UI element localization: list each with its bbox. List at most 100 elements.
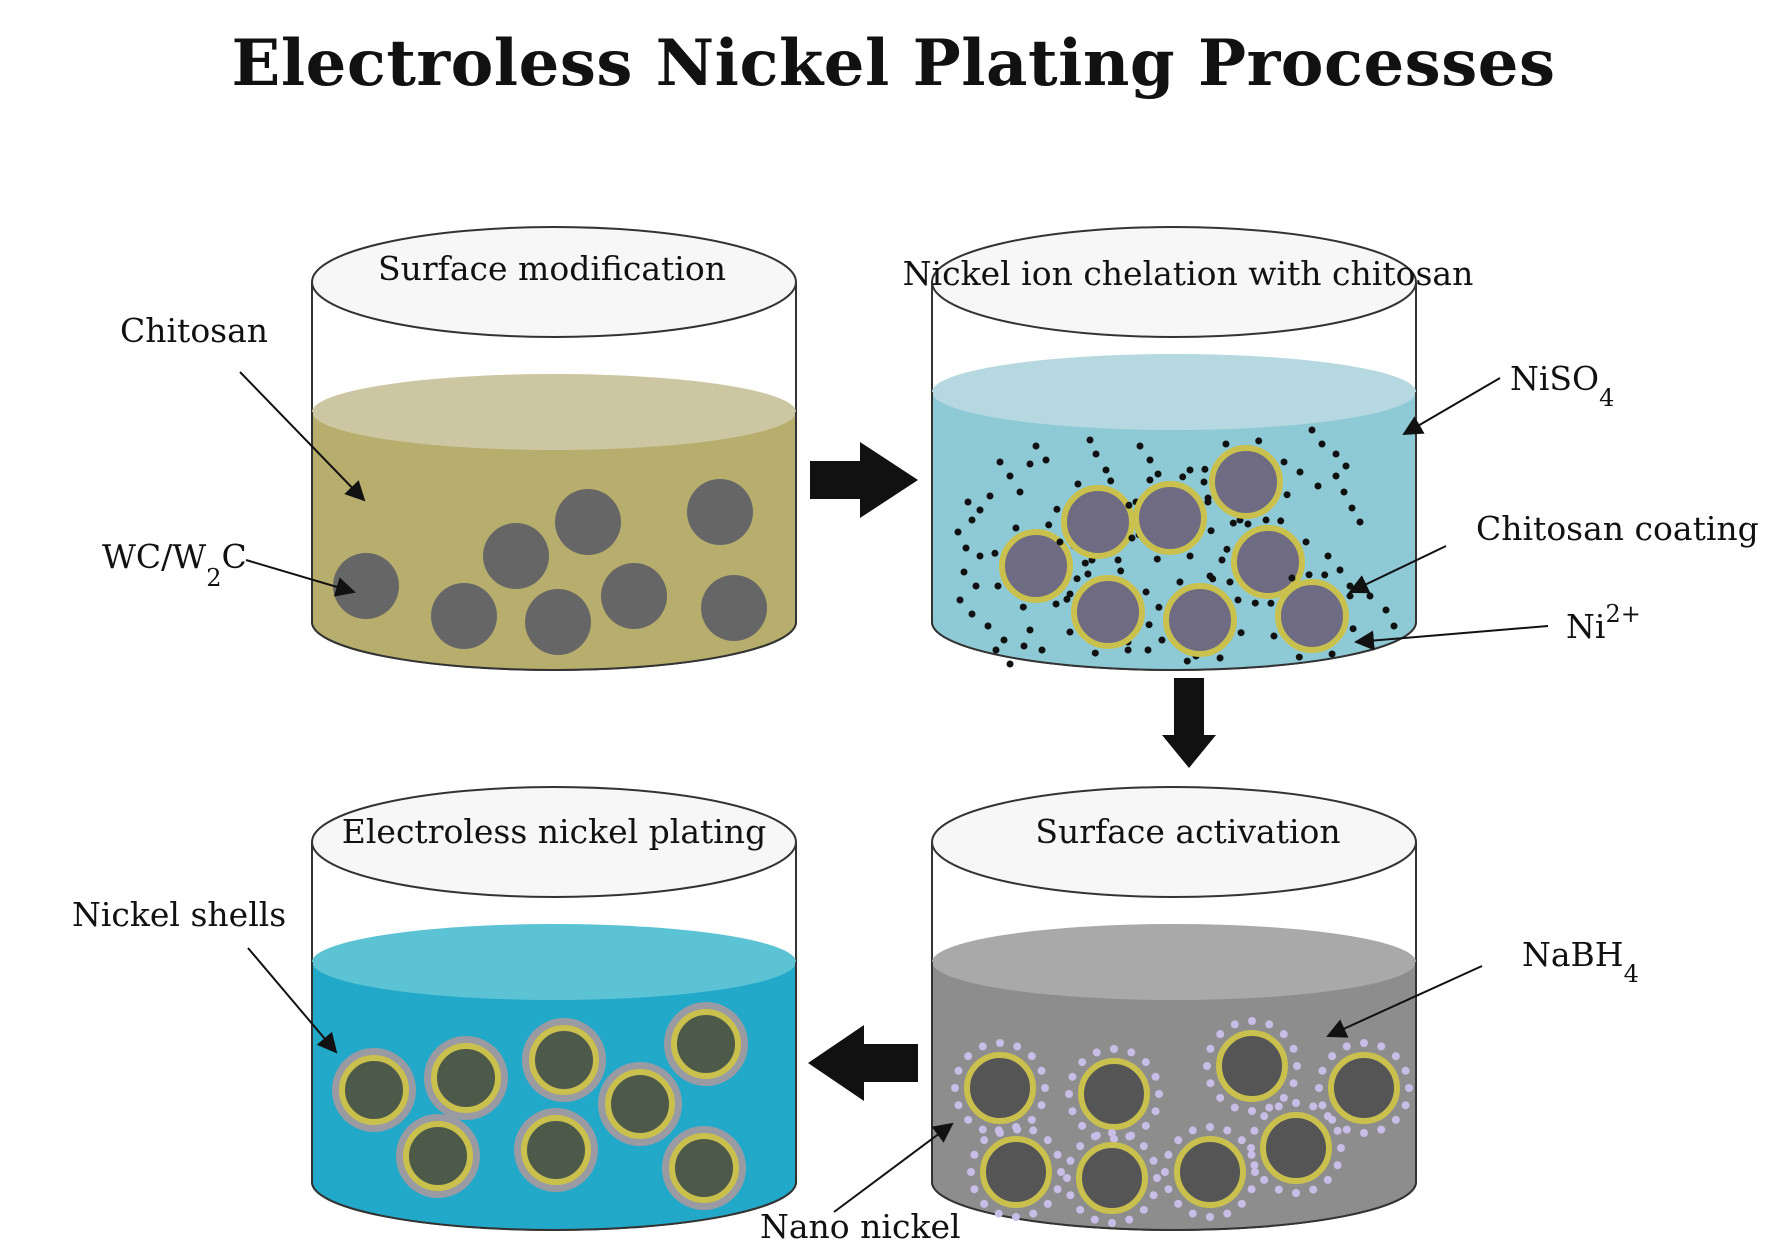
nano-nickel-dot bbox=[1342, 1125, 1351, 1134]
nano-nickel-dot bbox=[1216, 1030, 1225, 1039]
ni-ion-dot bbox=[1296, 468, 1304, 476]
nano-nickel-dot bbox=[1248, 1107, 1256, 1115]
wc-particle bbox=[687, 479, 753, 545]
pointer-wc bbox=[245, 559, 356, 597]
chelated-ni-dot bbox=[1053, 505, 1061, 513]
ni-ion-dot bbox=[964, 498, 972, 506]
nano-nickel-dot bbox=[1279, 1030, 1288, 1039]
wc-particle bbox=[525, 589, 591, 655]
label-nickel-shells: Nickel shells bbox=[72, 895, 286, 934]
chelated-ni-dot bbox=[1117, 567, 1125, 575]
nano-nickel-dot bbox=[1139, 1205, 1148, 1214]
nano-nickel-dot bbox=[1250, 1161, 1259, 1170]
ni-ion-dot bbox=[1038, 646, 1046, 654]
chelated-ni-dot bbox=[1223, 545, 1231, 553]
nano-nickel-dot bbox=[1037, 1101, 1046, 1110]
nano-nickel-dot bbox=[1037, 1066, 1046, 1075]
nano-nickel-dot bbox=[1260, 1112, 1269, 1121]
nano-nickel-dot bbox=[1149, 1156, 1158, 1165]
ni-ion-dot bbox=[1382, 606, 1390, 614]
nano-nickel-dot bbox=[1401, 1066, 1410, 1075]
label-ni-sup: 2+ bbox=[1605, 600, 1640, 628]
coated-particle bbox=[1061, 485, 1135, 559]
nano-nickel-dot bbox=[964, 1052, 973, 1061]
nano-nickel-dot bbox=[1223, 1126, 1232, 1135]
nano-nickel-dot bbox=[1188, 1126, 1197, 1135]
nano-nickel-dot bbox=[1237, 1136, 1246, 1145]
nano-nickel-dot bbox=[1274, 1185, 1283, 1194]
nano-nickel-dot bbox=[1360, 1039, 1368, 1047]
ni-ion-dot bbox=[1006, 660, 1014, 668]
wc-particle bbox=[601, 563, 667, 629]
nano-nickel-dot bbox=[1174, 1199, 1183, 1208]
chelated-ni-dot bbox=[1255, 437, 1263, 445]
nano-nickel-dot bbox=[1318, 1101, 1327, 1110]
nano-nickel-dot bbox=[1292, 1189, 1300, 1197]
chelated-ni-dot bbox=[1063, 595, 1071, 603]
nano-nickel-dot bbox=[1076, 1142, 1085, 1151]
nano-nickel-dot bbox=[1206, 1123, 1214, 1131]
chelated-ni-dot bbox=[1283, 491, 1291, 499]
nano-nickel-dot bbox=[1076, 1205, 1085, 1214]
nano-nickel-dot bbox=[1127, 1048, 1136, 1057]
nano-nickel-dot bbox=[1090, 1132, 1099, 1141]
coated-particle bbox=[1209, 445, 1283, 519]
nano-nickel-dot bbox=[1043, 1136, 1052, 1145]
ni-ion-dot bbox=[1324, 552, 1332, 560]
chelated-ni-dot bbox=[1222, 440, 1230, 448]
nano-nickel-dot bbox=[1161, 1168, 1169, 1176]
nano-nickel-dot bbox=[1012, 1123, 1020, 1131]
activated-particle bbox=[980, 1136, 1052, 1208]
label-chitosan: Chitosan bbox=[120, 311, 268, 350]
nano-nickel-dot bbox=[1151, 1107, 1160, 1116]
nano-nickel-dot bbox=[1260, 1175, 1269, 1184]
chelated-ni-dot bbox=[1045, 521, 1053, 529]
nano-nickel-dot bbox=[1164, 1185, 1173, 1194]
label-chitosan-coating: Chitosan coating bbox=[1476, 509, 1759, 548]
nano-nickel-dot bbox=[1237, 1199, 1246, 1208]
ni-ion-dot bbox=[956, 596, 964, 604]
step-label-surface-modification: Surface modification bbox=[378, 249, 726, 288]
step-label-plating: Electroless nickel plating bbox=[342, 812, 766, 851]
ni-ion-dot bbox=[1336, 566, 1344, 574]
chelated-ni-dot bbox=[991, 549, 999, 557]
coated-particles bbox=[991, 437, 1357, 665]
nano-nickel-dot bbox=[1289, 1079, 1298, 1088]
chelated-ni-dot bbox=[1186, 552, 1194, 560]
chelated-ni-dot bbox=[1084, 570, 1092, 578]
nano-nickel-dot bbox=[1066, 1191, 1075, 1200]
nano-nickel-dot bbox=[1315, 1084, 1323, 1092]
nano-nickel-dot bbox=[994, 1126, 1003, 1135]
chelated-ni-dot bbox=[1349, 625, 1357, 633]
nano-nickel-dot bbox=[1247, 1144, 1255, 1152]
nano-nickel-dot bbox=[1230, 1020, 1239, 1029]
nano-nickel-dot bbox=[1155, 1090, 1163, 1098]
nano-nickel-dot bbox=[1108, 1219, 1116, 1227]
nano-nickel-dot bbox=[1206, 1079, 1215, 1088]
arrow-right bbox=[810, 442, 918, 518]
ni-ion-dot bbox=[986, 492, 994, 500]
plated-particle bbox=[529, 1025, 599, 1095]
chelated-ni-dot bbox=[1158, 636, 1166, 644]
ni-ion-dot bbox=[1006, 472, 1014, 480]
coated-particle bbox=[1071, 575, 1145, 649]
activated-particle bbox=[1076, 1142, 1148, 1214]
nano-nickel-dot bbox=[1090, 1215, 1099, 1224]
label-niso-main: NiSO bbox=[1510, 359, 1599, 398]
activated-particle bbox=[964, 1052, 1036, 1124]
nano-nickel-dot bbox=[980, 1136, 989, 1145]
plated-particles bbox=[332, 1002, 748, 1210]
chelated-ni-dot bbox=[1128, 534, 1136, 542]
nano-nickel-dot bbox=[1065, 1090, 1073, 1098]
nano-nickel-dot bbox=[1139, 1142, 1148, 1151]
label-wc-w2c: WC/W2C bbox=[102, 537, 247, 592]
nano-nickel-dot bbox=[1068, 1072, 1077, 1081]
pointer-nickel-shells bbox=[247, 947, 338, 1054]
chelated-ni-dot bbox=[1295, 653, 1303, 661]
pointer-niso4 bbox=[1402, 377, 1501, 436]
chelated-ni-dot bbox=[1328, 650, 1336, 658]
plated-particle bbox=[669, 1133, 739, 1203]
chelated-ni-dot bbox=[1251, 599, 1259, 607]
pointer-nabh4 bbox=[1326, 965, 1483, 1038]
